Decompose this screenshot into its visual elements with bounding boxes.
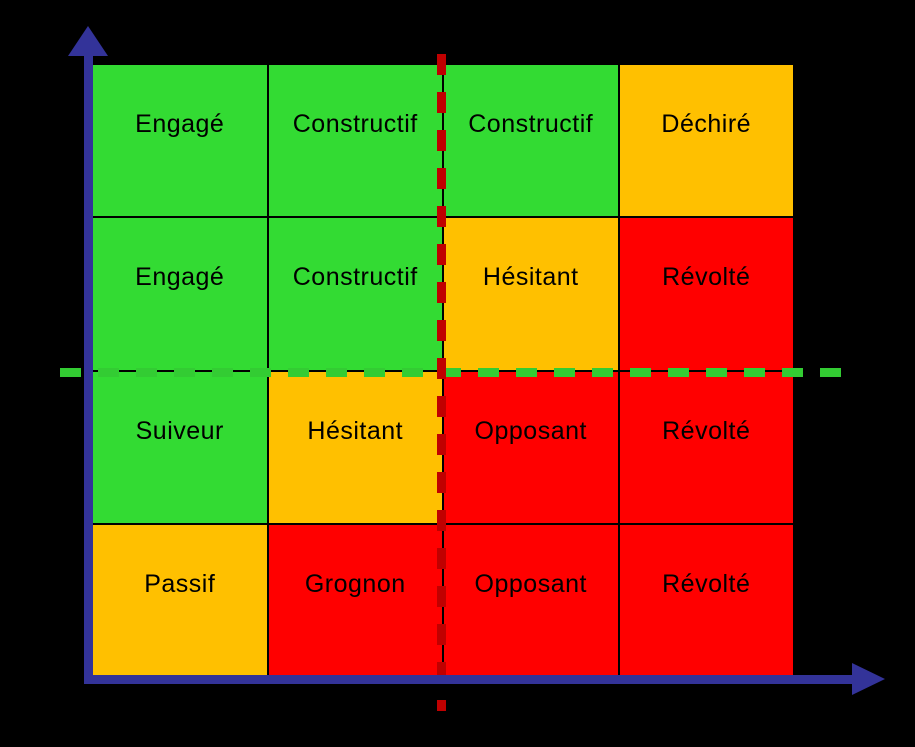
matrix-cell-label: Engagé	[135, 263, 225, 292]
matrix-cell: Grognon	[268, 524, 442, 676]
green-dashed-threshold-line	[60, 368, 848, 377]
matrix-cell-label: Constructif	[292, 110, 418, 138]
x-axis-line	[84, 675, 854, 684]
matrix-cell: Suiveur	[93, 371, 267, 523]
matrix-cell: Constructif	[268, 218, 442, 370]
matrix-cell: Révolté	[619, 524, 793, 676]
matrix-cell: Opposant	[444, 371, 618, 523]
matrix-cell: Hésitant	[268, 371, 442, 523]
matrix-cell-label: Opposant	[474, 416, 587, 445]
x-axis-arrowhead	[852, 663, 885, 695]
matrix-cell-label: Grognon	[304, 569, 406, 598]
y-axis-line	[84, 52, 93, 682]
matrix-cell-label: Passif	[144, 569, 216, 598]
matrix-cell: Constructif	[444, 65, 618, 217]
matrix-cell: Engagé	[93, 218, 267, 370]
matrix-cell: Révolté	[619, 371, 793, 523]
red-dashed-threshold-line	[437, 54, 446, 711]
matrix-cell: Passif	[93, 524, 267, 676]
matrix-cell: Révolté	[619, 218, 793, 370]
y-axis-arrowhead	[68, 26, 108, 56]
matrix-cell: Déchiré	[619, 65, 793, 217]
matrix-cell: Constructif	[268, 65, 442, 217]
matrix-cell-label: Suiveur	[135, 416, 224, 445]
matrix-cell-label: Opposant	[474, 569, 587, 598]
matrix-cell-label: Hésitant	[307, 416, 404, 445]
matrix-cell-label: Révolté	[662, 263, 751, 292]
matrix-cell: Hésitant	[444, 218, 618, 370]
matrix-cell-label: Révolté	[662, 569, 751, 598]
matrix-cell-label: Révolté	[662, 416, 751, 445]
matrix-cell-label: Déchiré	[661, 110, 752, 138]
matrix-cell-label: Constructif	[468, 110, 594, 138]
matrix-cell: Opposant	[444, 524, 618, 676]
matrix-cell: Engagé	[93, 65, 267, 217]
matrix-cell-label: Hésitant	[482, 263, 579, 292]
matrix-cell-label: Constructif	[292, 263, 418, 292]
matrix-cell-label: Engagé	[135, 110, 225, 138]
